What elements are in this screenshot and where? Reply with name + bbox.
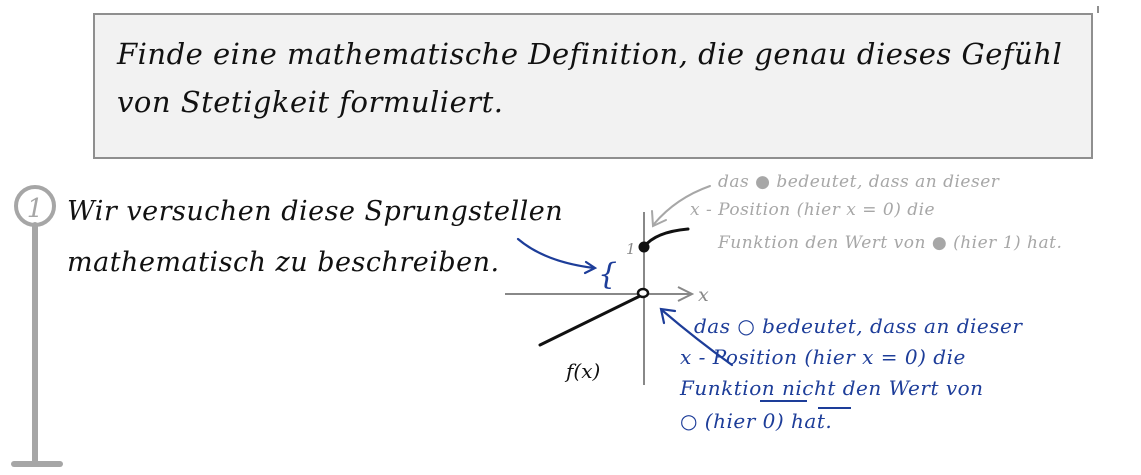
blue-note-line-3: Funktion nicht den Wert von: [680, 377, 984, 400]
left-function-branch: [538, 294, 642, 347]
blue-note-line-4-before: ○ (hier 0): [680, 409, 792, 433]
function-label: f(x): [564, 359, 600, 383]
gray-note-line-3: Funktion den Wert von ● (hier 1) hat.: [718, 233, 1063, 253]
x-axis-label: x: [698, 284, 709, 306]
jump-pointer-arrow: [516, 237, 596, 270]
blue-note-line-3-after: den Wert von: [835, 376, 984, 400]
blue-note-line-1: das ○ bedeutet, dass an dieser: [694, 314, 1023, 338]
blue-note-line-2: x - Position (hier x = 0) die: [680, 345, 966, 369]
hat-emphasis: hat: [791, 409, 826, 433]
gray-note-line-2: x - Position (hier x = 0) die: [690, 200, 936, 220]
open-point-arrowhead: [659, 307, 677, 325]
nicht-emphasis: nicht: [781, 376, 836, 400]
right-function-branch: [642, 227, 690, 249]
step-text-line-1: Wir versuchen diese Sprungstellen: [67, 196, 564, 227]
prompt-box: [93, 13, 1093, 159]
blue-note-line-4-after: .: [825, 409, 833, 433]
open-point: [636, 287, 650, 299]
prompt-line-2: von Stetigkeit formuliert.: [117, 85, 504, 119]
x-axis-arrow: [677, 286, 695, 302]
y-tick-label: 1: [626, 240, 636, 258]
blue-note-line-4: ○ (hier 0) hat.: [680, 410, 832, 433]
step-number: 1: [27, 194, 44, 224]
step-text-line-2: mathematisch zu beschreiben.: [67, 247, 500, 278]
filled-point-arrowhead: [651, 210, 667, 228]
gray-note-line-1: das ● bedeutet, dass an dieser: [718, 172, 1000, 192]
filled-point-arrow: [653, 185, 711, 225]
prompt-line-1: Finde eine mathematische Definition, die…: [117, 37, 1063, 71]
jump-pointer-arrowhead: [583, 260, 598, 275]
open-point-arrow: [661, 309, 734, 367]
blue-note-line-3-before: Funktion: [680, 376, 782, 400]
jump-bracket: {: [598, 257, 617, 292]
